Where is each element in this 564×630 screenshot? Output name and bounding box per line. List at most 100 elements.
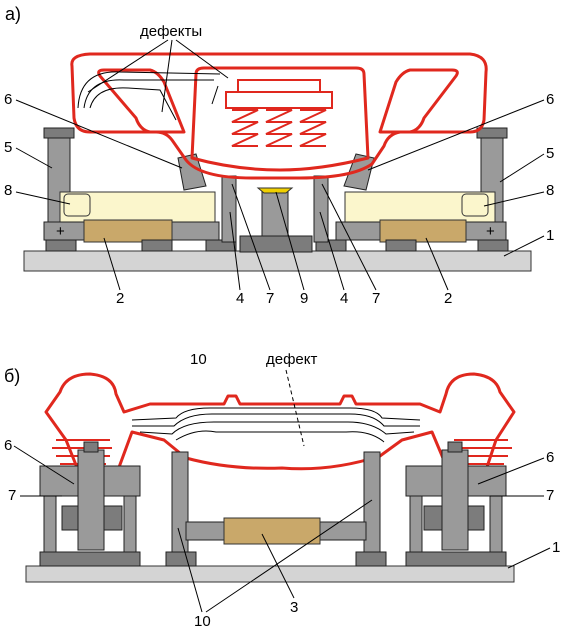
callout-7-b-right: 7 [546,487,554,504]
foot-b-right [405,551,507,567]
callout-3: 3 [290,599,298,616]
leader-6-b-right [477,457,545,485]
spring-right-coils [452,439,512,465]
defect-pointer-2 [161,39,173,113]
flux-lines-b [131,369,421,447]
callout-1-b: 1 [552,539,560,556]
leader-1-a [503,235,545,257]
panel-a: а) дефекты + + [4,4,554,307]
callout-5-left: 5 [4,139,12,156]
foot-a6 [477,239,509,252]
foot-b-left [39,551,141,567]
column-b-left-cap [83,441,99,453]
callout-2-right: 2 [444,290,452,307]
base-plate-b [25,565,515,583]
foot-a4 [315,239,347,252]
panel-a-label: а) [5,4,21,24]
column-cap-right [476,127,508,139]
flux-b2 [132,413,420,427]
spring-stack-left [52,439,112,465]
flux-b4 [175,430,385,443]
callout-10-top: 10 [190,351,207,368]
callout-4-left: 4 [236,290,244,307]
callout-2-left: 2 [116,290,124,307]
pole-left [221,175,237,243]
window-left [97,68,186,134]
defect-label: дефект [266,351,318,368]
callout-7-left: 7 [266,290,274,307]
leader-9 [275,191,305,291]
sensor-left [63,193,91,217]
defect-pointer-3 [175,39,229,79]
callout-6-left: 6 [4,91,12,108]
callout-5-right: 5 [546,145,554,162]
holder-left-leg1 [43,495,57,555]
callout-7-right: 7 [372,290,380,307]
bolster-cap [237,79,321,93]
spring-1 [231,109,259,147]
column-cap-left [43,127,75,139]
column-b-right-cap [447,441,463,453]
column-b-left [77,449,105,551]
base-plate-a [23,250,532,272]
plus-mark-right: + [486,223,495,240]
flux-lines-a [77,39,229,121]
flux-a1 [77,71,221,109]
callout-6-b-right: 6 [546,449,554,466]
spring-left-coils [52,439,112,465]
callout-6-b-left: 6 [4,437,12,454]
callout-1-a: 1 [546,227,554,244]
foot-a3 [205,239,237,252]
bolster-top [225,91,333,109]
spring-3 [299,109,327,147]
callout-8-left: 8 [4,182,12,199]
leader-5-right [499,153,545,183]
plus-mark-left: + [56,223,65,240]
callout-10-bottom: 10 [194,613,211,630]
foot-a5 [385,239,417,252]
prism-left [177,153,207,191]
holder-left-leg2 [123,495,137,555]
frame-outline-b [44,372,516,472]
leader-6-left [15,99,183,169]
callout-8-right: 8 [546,182,554,199]
holder-right-leg1 [409,495,423,555]
defect-pointer-1 [87,39,169,93]
leader-5-left [15,147,53,169]
leader-10-right [205,499,373,613]
leader-2-right [425,237,449,291]
coil-right [379,219,467,243]
leader-7-right [321,183,377,291]
defect-pointer-b [285,369,305,447]
spring-2 [265,109,293,147]
coil-b [223,517,321,545]
leader-8-left [15,191,71,205]
callout-9: 9 [300,290,308,307]
window-right [378,68,459,134]
sensor-right [461,193,489,217]
foot-b-c1 [165,551,197,567]
foot-a2 [141,239,173,252]
flux-a4 [211,85,219,105]
leader-3 [261,533,295,599]
spring-opening [190,66,370,172]
leader-1-b [507,547,551,569]
foot-a1 [45,239,77,252]
flux-b1 [131,407,421,421]
leader-4-right [319,211,345,291]
center-support [261,189,289,241]
holder-right-leg2 [489,495,503,555]
callout-6-right: 6 [546,91,554,108]
leader-2-left [103,237,121,291]
foot-b-c2 [355,551,387,567]
flux-b3 [139,421,415,435]
leader-7-left [231,183,271,291]
center-pad [256,187,294,194]
leader-8-right [483,191,545,207]
leader-10-left [177,527,203,613]
leader-4-left [229,211,241,291]
spring-stack-right [452,439,512,465]
coil-left [83,219,173,243]
panel-b: б) дефект 10 [4,351,560,630]
